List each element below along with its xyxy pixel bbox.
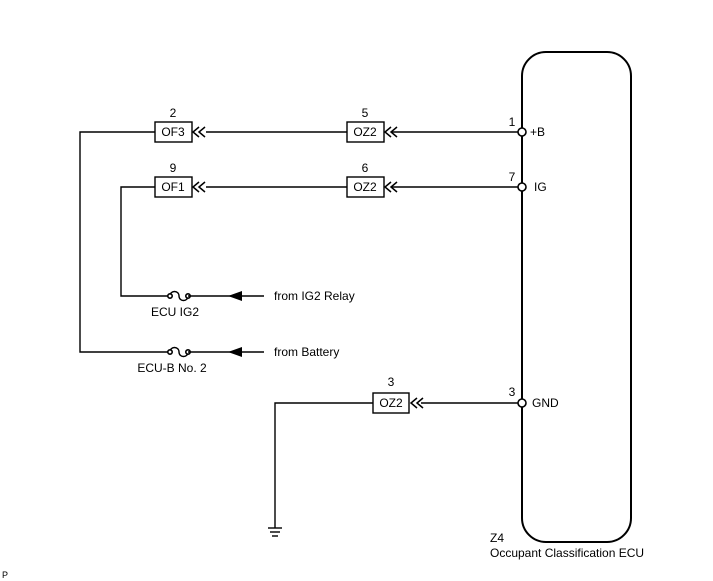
connector-pin-number: 2 [170, 106, 177, 120]
connector-pin-number: 9 [170, 161, 177, 175]
ecu-pin-label: +B [530, 125, 545, 139]
connector-name: OZ2 [379, 396, 403, 410]
ecu-pin-number: 7 [509, 170, 516, 184]
pin-ig-terminal [517, 182, 527, 192]
connector-name: OF3 [161, 125, 185, 139]
ecu-name: Occupant Classification ECU [490, 546, 644, 560]
connector-name: OF1 [161, 180, 185, 194]
fuse-ecu-ig2-icon [167, 290, 192, 302]
arrow-in-ig2-icon [228, 291, 242, 301]
pin-b-terminal [517, 127, 527, 137]
wire-gnd-to-ground [274, 402, 373, 528]
wire-ig-of1-fuse [120, 186, 170, 297]
corner-mark: P [2, 570, 8, 580]
ecu-code: Z4 [490, 531, 504, 545]
connector-name: OZ2 [353, 125, 377, 139]
connector-chevron-icon [191, 181, 206, 193]
connector-chevron-icon [409, 397, 424, 409]
connector-oz2-gnd-box [372, 392, 410, 414]
connector-pin-number: 3 [388, 375, 395, 389]
ecu-pin-number: 3 [509, 385, 516, 399]
fuse-label: ECU IG2 [151, 305, 199, 319]
connector-chevron-icon [383, 126, 398, 138]
wire-b-of3-fuse [79, 131, 170, 353]
ecu-pin-label: IG [534, 180, 547, 194]
connector-pin-number: 6 [362, 161, 369, 175]
fuse-ecu-b-no2-icon [167, 346, 192, 358]
connector-name: OZ2 [353, 180, 377, 194]
ecu-body [521, 51, 632, 543]
connector-pin-number: 5 [362, 106, 369, 120]
ecu-pin-label: GND [532, 396, 559, 410]
arrow-in-battery-icon [228, 347, 242, 357]
power-source-label: from IG2 Relay [274, 289, 355, 303]
ground-icon [268, 527, 282, 537]
connector-chevron-icon [191, 126, 206, 138]
fuse-label: ECU-B No. 2 [137, 361, 207, 375]
pin-gnd-terminal [517, 398, 527, 408]
connector-chevron-icon [383, 181, 398, 193]
ecu-pin-number: 1 [509, 115, 516, 129]
power-source-label: from Battery [274, 345, 339, 359]
